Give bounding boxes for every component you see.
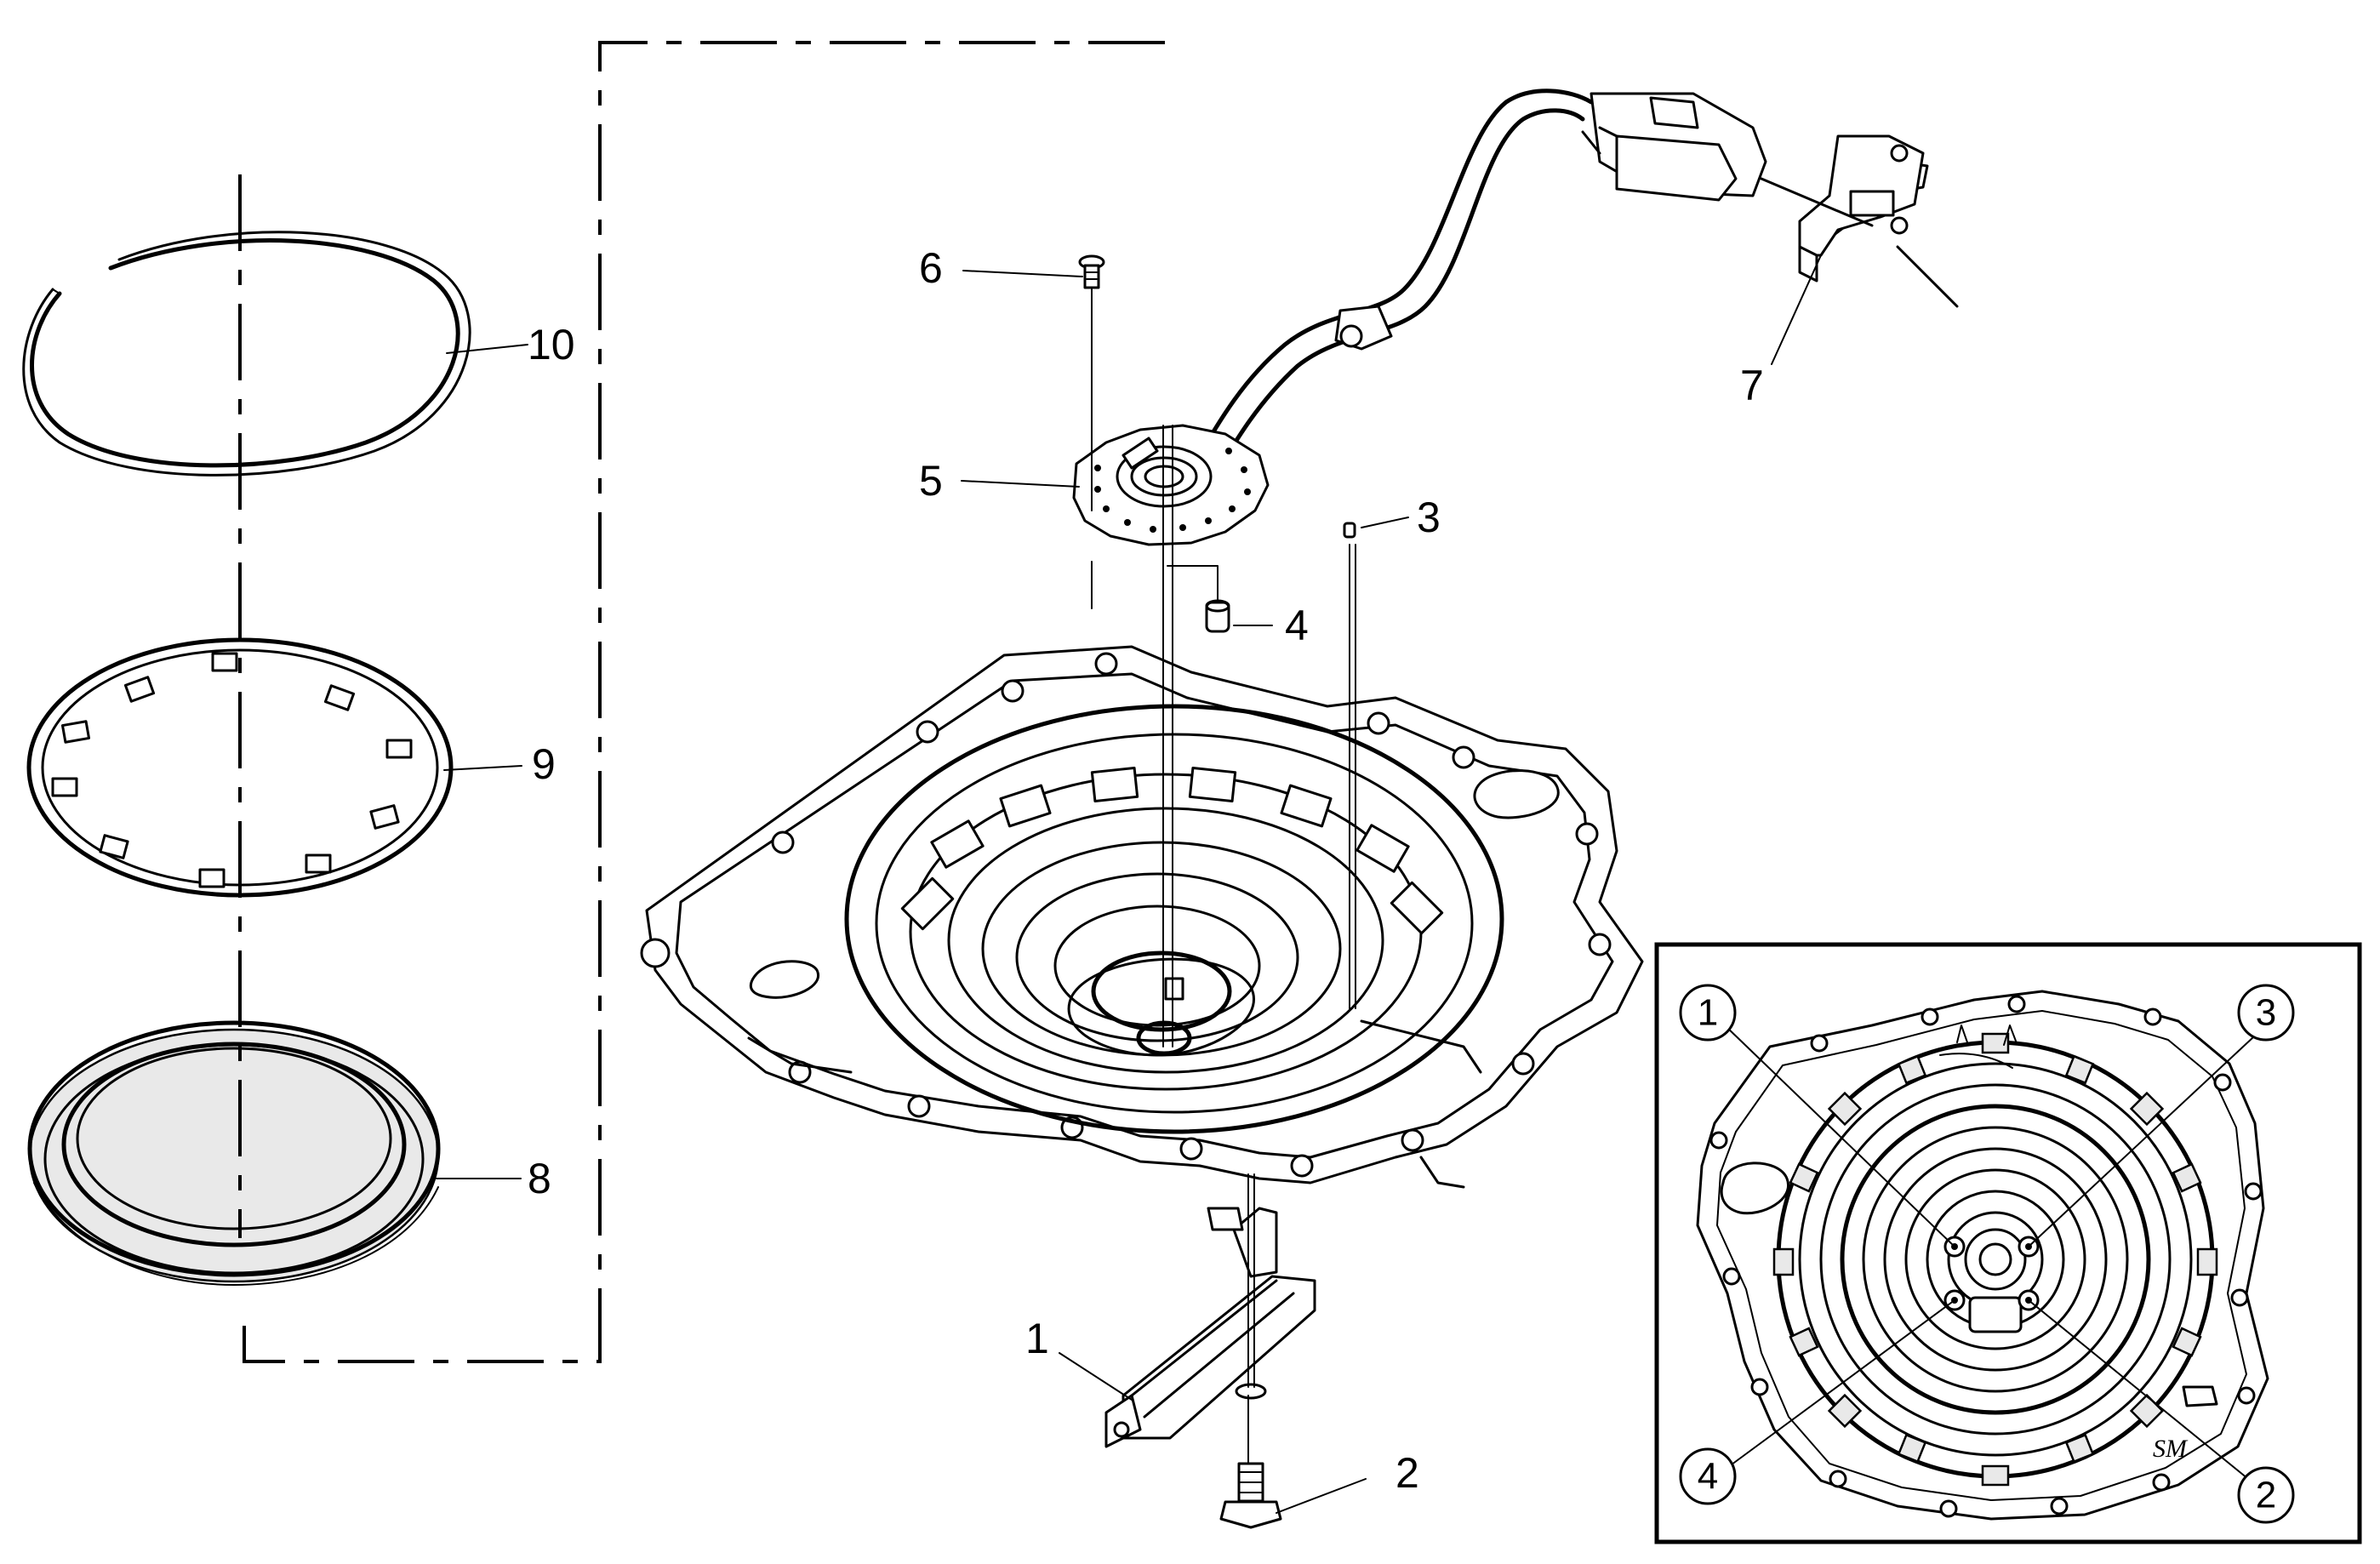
callout-9: 9	[532, 740, 556, 788]
wiring-harness	[1184, 88, 1959, 496]
retainer-plate-part-9	[26, 637, 454, 898]
inset-callout-4: 4	[1698, 1456, 1718, 1498]
inset-callout-3: 3	[2256, 992, 2276, 1034]
callout-7: 7	[1740, 362, 1764, 409]
callout-5: 5	[919, 457, 943, 505]
dowel-pin-part-4	[1205, 599, 1230, 633]
assembly-axes	[1091, 288, 1356, 1464]
callout-labels: 1 2 3 4 5 6 7 8 9 10	[528, 244, 1764, 1497]
inset-detail-view: 1 3 4 2 SM	[1654, 942, 2362, 1544]
inset-callout-2: 2	[2256, 1475, 2276, 1516]
bolt-part-2	[1219, 1383, 1282, 1529]
callout-10: 10	[528, 321, 575, 368]
sensor-plate-part-5	[1072, 424, 1270, 546]
callout-leaders	[436, 254, 1822, 1514]
bracket-part-1	[1104, 1207, 1316, 1448]
callout-4: 4	[1285, 602, 1309, 649]
callout-2: 2	[1395, 1449, 1419, 1497]
inset-sm-mark: SM	[2153, 1435, 2189, 1463]
pin-part-3	[1343, 522, 1356, 539]
callout-6: 6	[919, 244, 943, 292]
snap-ring-part-10	[22, 231, 471, 477]
inset-callout-1: 1	[1698, 992, 1718, 1034]
screw-part-6	[1078, 254, 1105, 289]
transmission-case-housing	[640, 645, 1644, 1189]
callout-8: 8	[528, 1155, 551, 1202]
callout-3: 3	[1417, 494, 1441, 541]
callout-1: 1	[1025, 1315, 1049, 1362]
assembly-path-line	[243, 41, 1165, 1363]
seal-ring-part-8	[27, 1020, 441, 1286]
